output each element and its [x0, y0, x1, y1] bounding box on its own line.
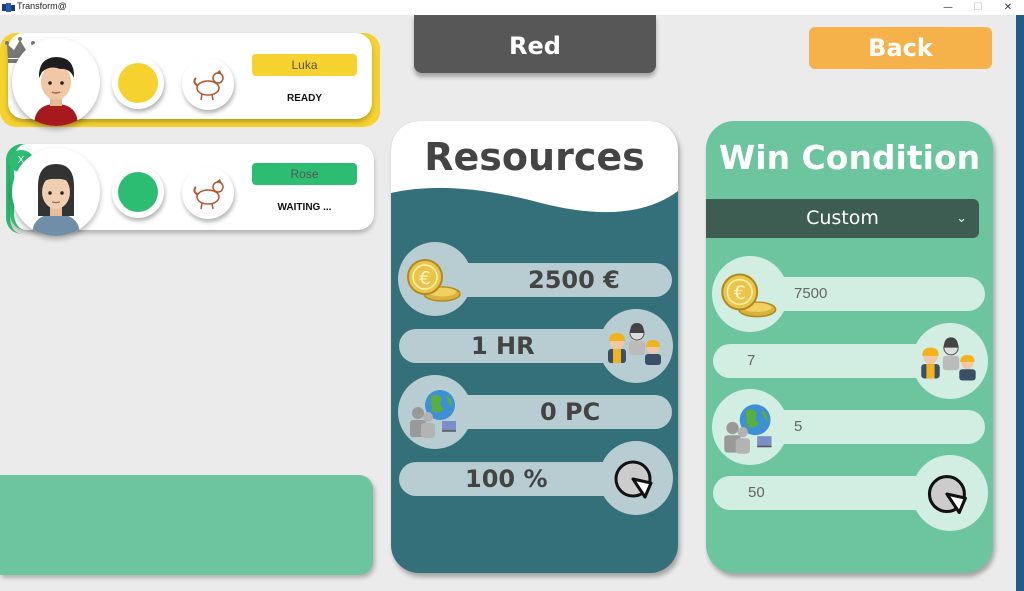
panel-header-wave [391, 121, 678, 213]
player-name-luka: Luka [252, 54, 357, 76]
pie-chart-icon [927, 475, 967, 515]
win-mode-dropdown[interactable]: Custom ⌄ [706, 199, 979, 238]
customers-icon-circle [398, 375, 472, 449]
player-status-rose: WAITING ... [277, 202, 332, 213]
resource-percent-value: 100 % [399, 462, 631, 496]
window-edge [1016, 15, 1024, 591]
player-color-rose[interactable] [112, 166, 164, 218]
resource-time-value: 1 HR [399, 329, 631, 363]
color-swatch [118, 63, 158, 103]
win-percent-input[interactable]: 50 [713, 476, 942, 510]
pet-avatar-luka[interactable] [182, 58, 234, 110]
pet-avatar-rose[interactable] [182, 167, 234, 219]
male-avatar-icon [34, 57, 78, 126]
resource-money-value: 2500 € [440, 263, 672, 297]
win-money-icon-circle: € [712, 256, 788, 332]
dog-icon [193, 179, 224, 210]
win-percent-icon-circle [912, 455, 988, 531]
close-button[interactable]: ✕ [1003, 2, 1013, 13]
player-status-luka: READY [286, 93, 322, 104]
female-avatar-icon [32, 164, 80, 236]
percent-icon-circle [599, 441, 673, 515]
chevron-down-icon: ⌄ [956, 211, 967, 226]
workers-icon [608, 323, 661, 365]
euro-coin-icon: € [721, 273, 777, 318]
player-color-luka[interactable] [112, 57, 164, 109]
window-title: Transform@ [17, 1, 67, 11]
team-selector-button[interactable]: Red [414, 15, 656, 73]
win-pc-input[interactable]: 5 [756, 410, 985, 444]
maximize-button[interactable]: ☐ [973, 2, 983, 13]
back-button[interactable]: Back [809, 27, 992, 69]
app-logo-icon [2, 3, 15, 12]
pie-chart-icon [614, 460, 653, 499]
globe-customers-icon [410, 390, 456, 438]
svg-text:€: € [734, 283, 746, 304]
win-condition-title: Win Condition [718, 138, 981, 177]
win-workers-input[interactable]: 7 [713, 344, 942, 378]
workers-icon-circle [599, 309, 673, 383]
globe-customers-icon [724, 404, 772, 454]
dog-icon [193, 70, 224, 101]
avatar-luka [12, 38, 100, 126]
window-titlebar: Transform@ — ☐ ✕ [0, 0, 1024, 15]
win-customers-icon-circle [712, 389, 788, 465]
win-mode-selected: Custom [806, 207, 879, 229]
chat-panel[interactable] [0, 475, 373, 575]
svg-text:€: € [419, 268, 430, 289]
euro-coin-icon: € [407, 259, 461, 302]
resource-pc-value: 0 PC [440, 395, 672, 429]
win-money-input[interactable]: 7500 [756, 277, 985, 311]
player-name-rose: Rose [252, 163, 357, 185]
win-workers-icon-circle [912, 323, 988, 399]
resources-title: Resources [424, 135, 645, 179]
money-icon-circle: € [398, 242, 472, 316]
minimize-button[interactable]: — [943, 2, 953, 13]
color-swatch [118, 172, 158, 212]
avatar-rose [12, 148, 100, 236]
workers-icon [921, 337, 976, 381]
